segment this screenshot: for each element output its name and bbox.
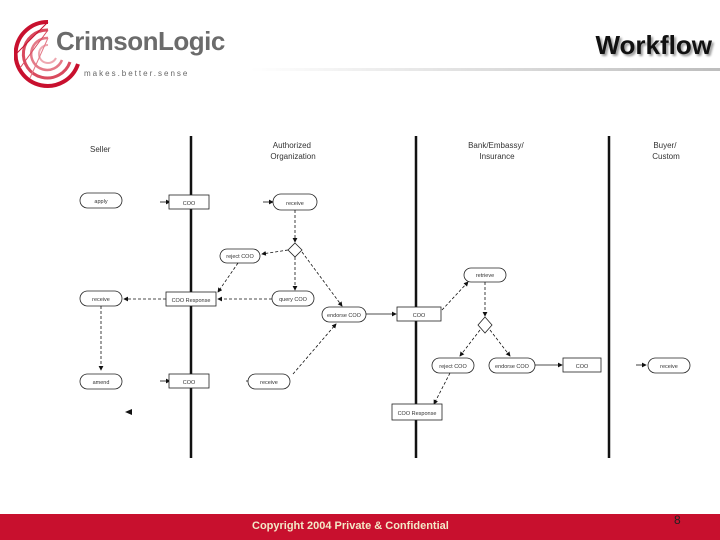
lane-label-authorized-organization: Authorized Organization [270,141,315,161]
object-coo: COO [168,194,210,210]
node-label: COO [413,313,426,319]
node-label: endorse COO [327,313,362,319]
page-number: 8 [674,513,681,527]
arrow-head [125,409,132,415]
object-coo-response-bank: COO Response [391,403,443,421]
action-reject-coo: reject COO [219,248,261,264]
action-amend: amend [79,373,123,390]
action-reject-coo-bank: reject COO [431,357,475,374]
lane-label-line: Insurance [479,152,515,161]
lane-label-seller: Seller [90,145,111,154]
action-query-coo: query COO [271,290,315,307]
node-label: receive [286,201,304,207]
node-label: query COO [279,297,308,303]
lane-label-line: Buyer/ [653,141,677,150]
node-label: reject COO [439,364,467,370]
node-label: COO Response [172,298,211,304]
lane-label-line: Organization [270,152,315,161]
node-label: COO Response [398,411,437,417]
footer-bar [0,514,720,540]
object-coo-bank: COO [396,306,442,322]
node-label: apply [94,199,107,205]
brand-tagline: makes.better.sense [84,69,190,78]
node-label: COO [183,380,196,386]
lane-label-line: Bank/Embassy/ [468,141,524,150]
node-label: endorse COO [495,364,530,370]
action-endorse-coo-bank: endorse COO [488,357,536,374]
object-coo-amended: COO [168,373,210,389]
page-title: Workflow [595,30,712,60]
node-label: receive [660,364,678,370]
action-endorse-coo: endorse COO [321,306,367,323]
decision-diamond [477,316,493,334]
node-label: amend [93,380,110,386]
node-label: retrieve [476,273,494,279]
action-receive-authorized: receive [247,373,291,390]
lane-label-line: Seller [90,145,111,154]
lane-label-bank-embassy-insurance: Bank/Embassy/ Insurance [468,141,526,161]
header-divider [250,68,720,71]
action-receive: receive [272,193,318,211]
object-coo-response: COO Response [165,291,217,307]
crimsonlogic-shell-logo [14,19,80,88]
action-receive-buyer: receive [647,357,691,374]
action-receive-seller: receive [79,290,123,307]
workflow-diagram: Seller Authorized Organization Bank/Emba… [79,136,691,458]
brand-name: CrimsonLogic [56,26,225,56]
lane-label-line: Custom [652,152,680,161]
lane-label-line: Authorized [273,141,311,150]
node-label: COO [576,364,589,370]
action-retrieve: retrieve [463,267,507,283]
node-label: receive [260,380,278,386]
node-label: reject COO [226,254,254,260]
node-label: receive [92,297,110,303]
action-apply: apply [79,192,123,209]
copyright-text: Copyright 2004 Private & Confidential [252,520,449,532]
node-label: COO [183,201,196,207]
object-coo-buyer: COO [562,357,602,373]
decision-diamond [287,242,303,258]
lane-label-buyer-custom: Buyer/ Custom [652,141,680,161]
